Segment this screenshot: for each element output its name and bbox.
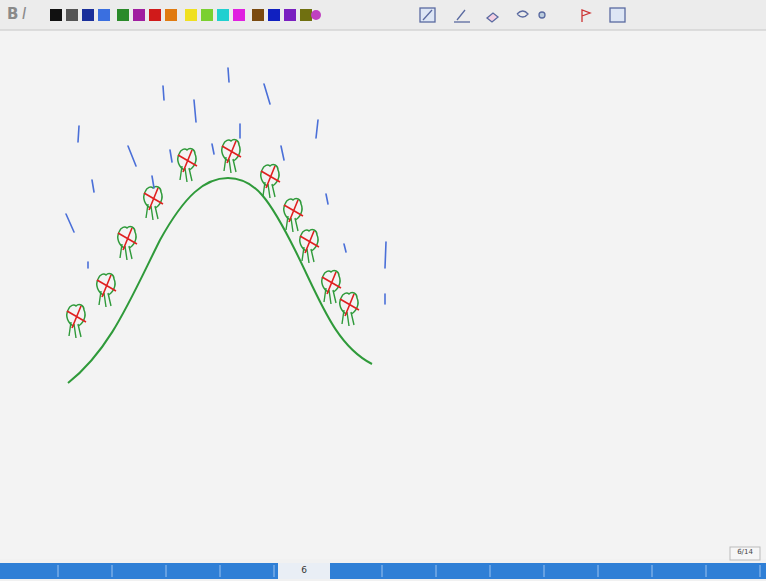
page-number: 6: [301, 566, 307, 575]
cross-mark: [97, 275, 116, 297]
rain-stroke: [163, 86, 164, 100]
bar-tick: [112, 565, 113, 577]
tree-trunk: [224, 157, 236, 173]
rain-stroke: [92, 180, 94, 192]
rain-stroke: [78, 126, 79, 142]
page-bar-ticks: [58, 565, 760, 577]
color-swatch: [233, 9, 245, 21]
rain-stroke: [87, 262, 89, 268]
color-swatch: [82, 9, 94, 21]
color-swatch: [149, 9, 161, 21]
bar-tick: [58, 565, 59, 577]
rain-stroke: [212, 144, 214, 154]
tree-trunk: [263, 182, 275, 198]
color-swatch: [185, 9, 197, 21]
rain-stroke: [128, 146, 136, 166]
rain-stroke: [228, 68, 229, 82]
bar-tick: [652, 565, 653, 577]
bar-tick: [382, 565, 383, 577]
color-swatch: [284, 9, 296, 21]
rain-stroke: [384, 294, 386, 304]
cross-mark: [178, 150, 197, 172]
bar-tick: [490, 565, 491, 577]
rain-stroke: [66, 214, 74, 232]
page-ground: [0, 31, 766, 559]
tree-trunk: [324, 288, 336, 304]
toolbar-edge: [0, 30, 766, 31]
color-swatch: [300, 9, 312, 21]
bar-tick: [760, 565, 761, 577]
rain-stroke: [239, 124, 241, 138]
cross-mark: [261, 166, 280, 188]
tool-icons: [420, 8, 625, 22]
bar-tick: [706, 565, 707, 577]
italic-button: I: [22, 7, 26, 22]
rain-stroke: [194, 100, 196, 122]
rain-stroke: [344, 244, 346, 252]
tree-trunk: [180, 166, 192, 182]
bar-tick: [220, 565, 221, 577]
color-swatch: [98, 9, 110, 21]
cross-mark: [144, 188, 163, 210]
rain-stroke: [152, 176, 154, 188]
tree: [67, 305, 85, 338]
rain-strokes: [66, 68, 386, 304]
tree-trunk: [286, 216, 298, 232]
page-counter: 6/14: [737, 549, 753, 556]
color-swatch: [66, 9, 78, 21]
color-swatch: [50, 9, 62, 21]
tree-trunk: [99, 291, 111, 307]
bar-tick: [544, 565, 545, 577]
tree: [222, 140, 240, 173]
color-swatch: [133, 9, 145, 21]
tree: [261, 165, 279, 198]
bar-tick: [274, 565, 275, 577]
page-bar: [0, 563, 766, 579]
cross-mark: [340, 294, 359, 316]
tree: [284, 199, 302, 232]
color-swatch: [217, 9, 229, 21]
bar-tick: [166, 565, 167, 577]
tree: [144, 187, 162, 220]
cross-mark: [67, 306, 86, 328]
cross-mark: [322, 272, 341, 294]
bar-tick: [598, 565, 599, 577]
page-indicator: [278, 563, 330, 579]
tree: [340, 293, 358, 326]
color-swatch: [268, 9, 280, 21]
cross-mark: [222, 141, 241, 163]
tree-trunk: [69, 322, 81, 338]
rain-stroke: [326, 194, 328, 204]
bar-tick: [436, 565, 437, 577]
bold-button: B: [7, 7, 18, 22]
page-counter-box: [730, 547, 760, 560]
tree-trunk: [120, 244, 132, 260]
tree-trunk: [146, 204, 158, 220]
hill-curve: [68, 178, 372, 383]
color-swatch: [201, 9, 213, 21]
tree: [178, 149, 196, 182]
cross-mark: [118, 228, 137, 250]
rain-stroke: [264, 84, 270, 104]
tree-trunk: [342, 310, 354, 326]
color-swatch: [117, 9, 129, 21]
cross-mark: [300, 231, 319, 253]
color-swatch: [165, 9, 177, 21]
rain-stroke: [385, 242, 386, 268]
rain-stroke: [281, 146, 284, 160]
tree-trunk: [302, 247, 314, 263]
tree: [118, 227, 136, 260]
toolbar: [0, 0, 766, 30]
crossed-trees: [67, 140, 359, 338]
cross-mark: [284, 200, 303, 222]
color-swatch: [252, 9, 264, 21]
color-swatches: [50, 9, 321, 21]
tree: [322, 271, 340, 304]
rain-stroke: [316, 120, 318, 138]
color-swatch: [311, 10, 321, 20]
tree: [300, 230, 318, 263]
tree: [97, 274, 115, 307]
rain-stroke: [170, 150, 172, 162]
